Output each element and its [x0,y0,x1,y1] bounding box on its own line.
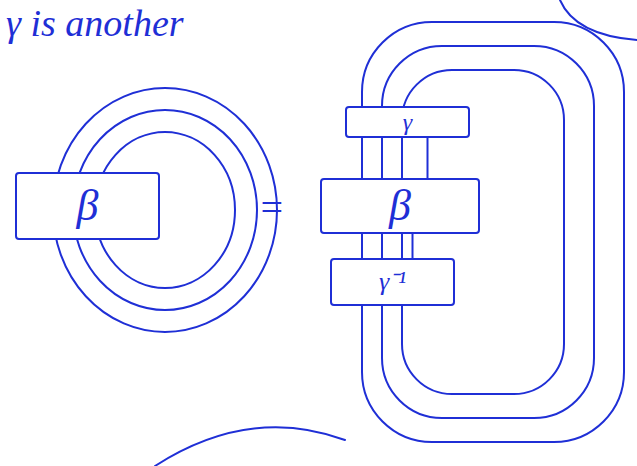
braid-box: β [320,178,480,234]
note-text: γ is another [6,4,184,42]
arc-fragment [155,427,345,466]
braid-strand [427,138,429,178]
braid-label: β [77,184,99,228]
braid-strand [412,234,414,258]
braid-label: β [389,184,411,228]
closure-strand [53,88,277,332]
equals-sign: = [258,188,285,228]
braid-label: γ [403,110,412,134]
arc-fragment [560,0,637,40]
braid-box: γ⁻¹ [330,258,455,306]
braid-label: γ⁻¹ [379,269,406,295]
braid-box: β [15,172,160,240]
braid-box: γ [345,106,470,138]
